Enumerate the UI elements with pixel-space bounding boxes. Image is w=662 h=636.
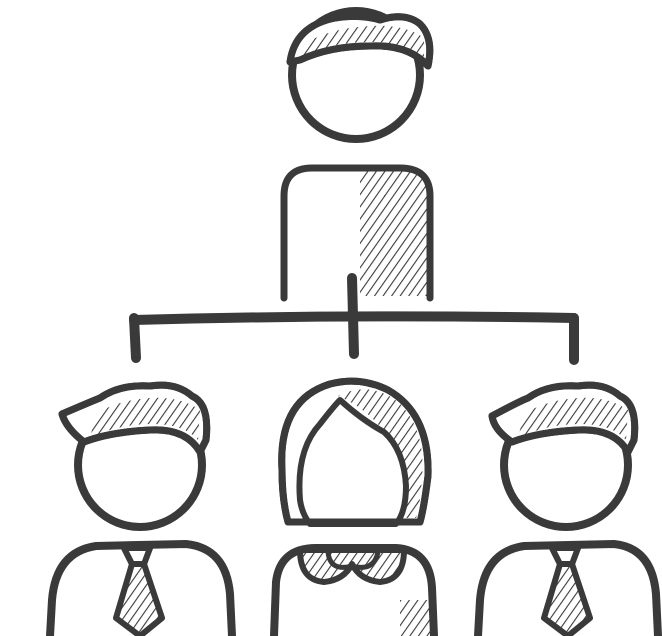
left-hair [62, 385, 207, 452]
right-hair [492, 385, 635, 452]
top-manager-figure [284, 11, 430, 298]
hierarchy-connector [134, 278, 574, 360]
right-subordinate-figure [478, 385, 658, 636]
middle-hair-head [282, 381, 428, 524]
left-body [50, 544, 232, 636]
middle-collar-icon [300, 550, 404, 582]
left-tie-icon [116, 548, 162, 636]
middle-body [274, 548, 434, 636]
right-tie-icon [544, 548, 590, 636]
right-body [478, 544, 658, 636]
left-subordinate-figure [50, 385, 232, 636]
middle-subordinate-figure [274, 381, 434, 636]
top-hair [290, 16, 430, 66]
